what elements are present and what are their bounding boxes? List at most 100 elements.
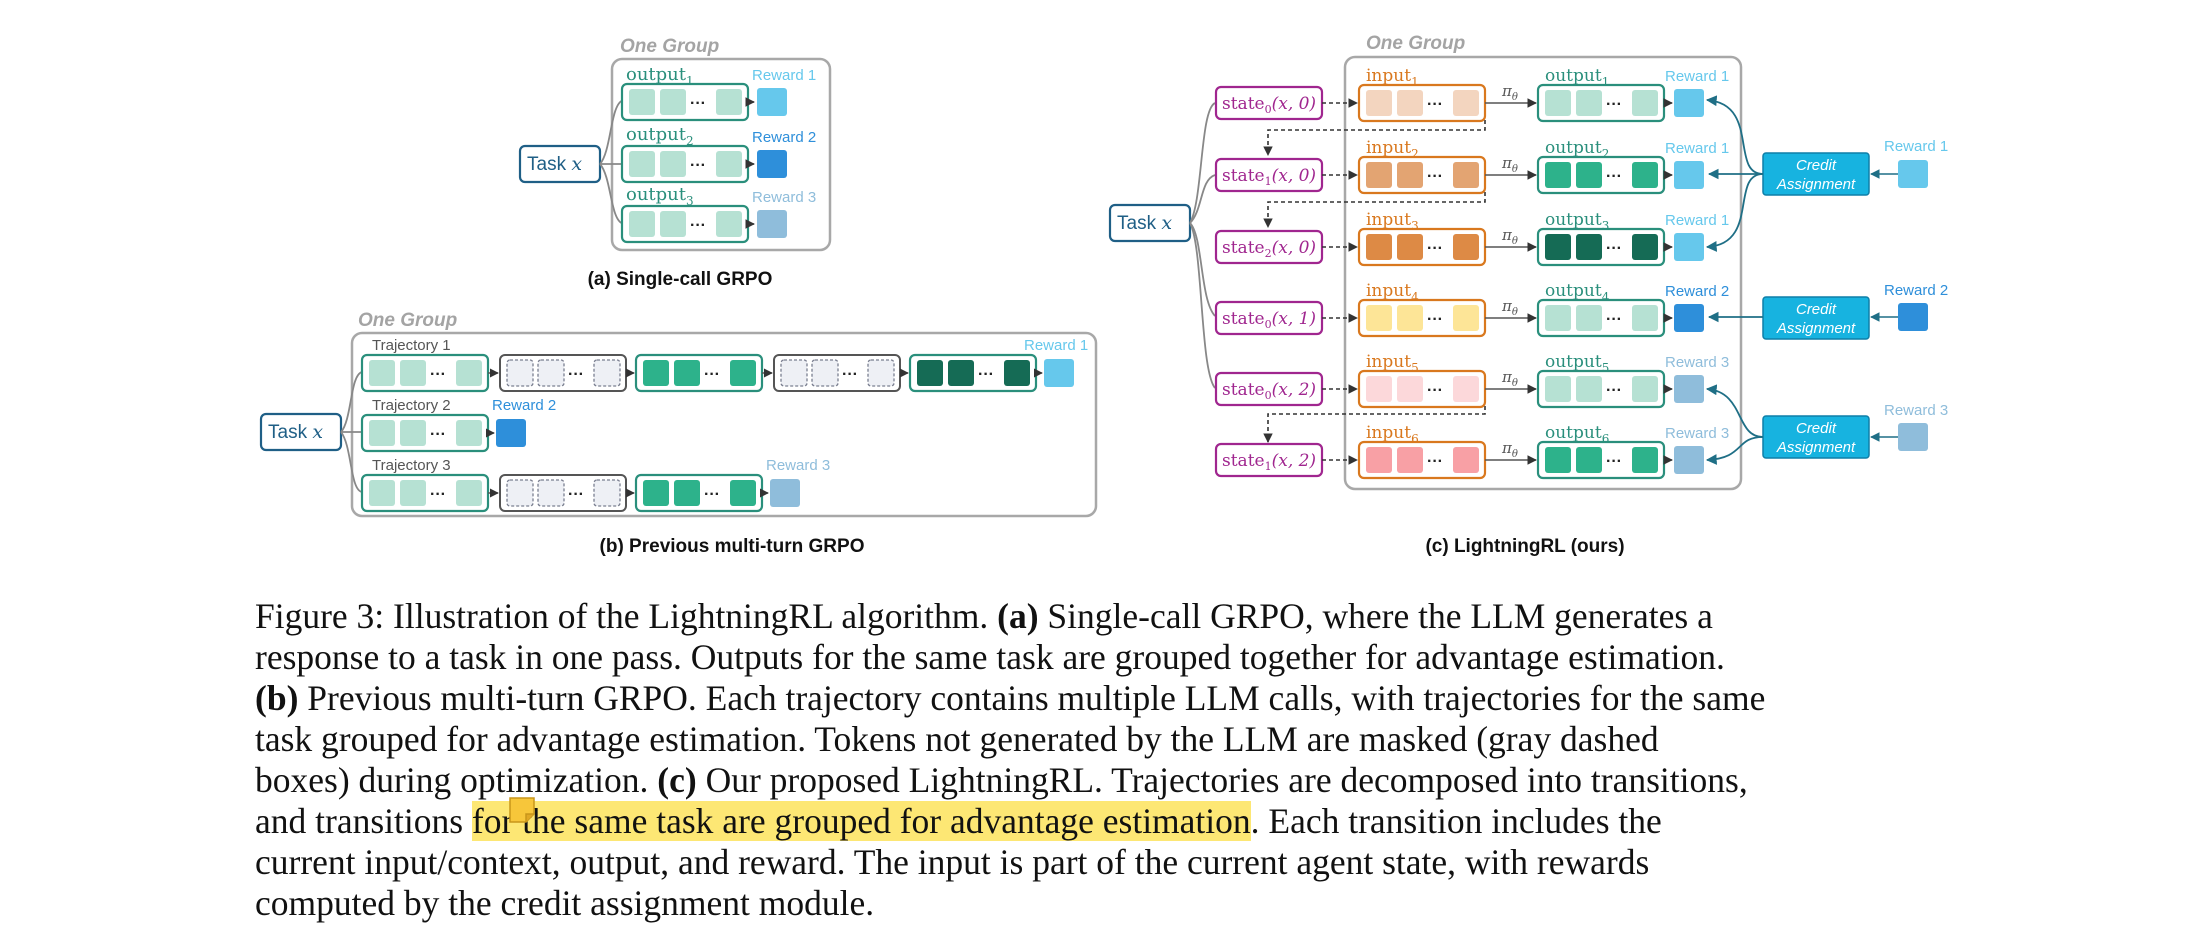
token <box>730 360 756 386</box>
caption-text: and transitions <box>255 801 472 841</box>
token <box>400 360 426 386</box>
caption-text: Our proposed LightningRL. Trajectories a… <box>696 760 1748 800</box>
credit-arrow <box>1705 95 1764 175</box>
label-base: input <box>1366 352 1411 372</box>
panel-a-output-row-3: output3 ··· Reward 3 <box>620 184 816 244</box>
caption-line: response to a task in one pass. Outputs … <box>255 637 1725 677</box>
caption-text: Single-call GRPO, where the LLM generate… <box>1038 596 1713 636</box>
panel-b-branch-1 <box>340 371 363 433</box>
credit-label: Credit <box>1796 157 1837 174</box>
token <box>1453 90 1479 116</box>
state-args: (x, 0) <box>1272 94 1316 114</box>
label-subscript: 2 <box>1602 147 1610 161</box>
policy-symbol: π <box>1501 439 1513 457</box>
ellipsis: ··· <box>1427 168 1443 185</box>
panel-b-trajectory-3: Trajectory 3 ··· ··· ··· Reward 3 <box>360 457 830 513</box>
reward-square <box>1044 359 1074 387</box>
state-subscript: 0 <box>1265 103 1272 116</box>
state-base: state <box>1222 166 1265 186</box>
policy-symbol: π <box>1501 368 1513 386</box>
caption-line: Figure 3: Illustration of the LightningR… <box>255 596 1955 637</box>
credit-label: Assignment <box>1776 439 1856 456</box>
state-label: state0(x, 1) <box>1222 309 1316 331</box>
state-label: state0(x, 0) <box>1222 94 1316 116</box>
ellipsis: ··· <box>690 217 706 234</box>
token <box>1453 305 1479 331</box>
token <box>1576 234 1602 260</box>
caption-text: Figure 3: Illustration of the LightningR… <box>255 596 998 636</box>
token <box>660 89 686 115</box>
trajectory-label: Trajectory 1 <box>372 337 451 354</box>
token <box>1545 305 1571 331</box>
caption-line: boxes) during optimization. (c) Our prop… <box>255 760 1955 801</box>
reward-label: Reward 3 <box>1665 354 1729 371</box>
token <box>917 360 943 386</box>
panel-a-output-label: output1 <box>626 64 694 88</box>
masked-token <box>593 479 621 507</box>
reward-square <box>1674 161 1704 189</box>
panel-a-task-label: Task x <box>527 153 582 175</box>
reward-label: Reward 3 <box>1884 402 1948 419</box>
panel-c-task-label: Task x <box>1117 212 1172 234</box>
policy-label: πθ <box>1501 368 1518 389</box>
label-base: output <box>1545 138 1602 158</box>
token <box>1545 90 1571 116</box>
ellipsis: ··· <box>704 366 720 383</box>
state-args: (x, 0) <box>1272 238 1316 258</box>
state-base: state <box>1222 94 1265 114</box>
state-base: state <box>1222 451 1265 471</box>
reward-square <box>1674 375 1704 403</box>
panel-c-row-5: state0(x, 2)input5···πθoutput5···Reward … <box>1214 352 1729 409</box>
token <box>456 360 482 386</box>
token <box>1632 234 1658 260</box>
trajectory-label: Trajectory 2 <box>372 397 451 414</box>
token <box>1397 447 1423 473</box>
ellipsis: ··· <box>1606 96 1622 113</box>
token <box>1453 376 1479 402</box>
token <box>660 151 686 177</box>
token <box>643 480 669 506</box>
state-args: (x, 2) <box>1272 451 1316 471</box>
output-label: output1 <box>1545 66 1609 89</box>
token <box>400 480 426 506</box>
state-args: (x, 1) <box>1272 309 1316 329</box>
panel-a-output-label: output3 <box>626 184 694 208</box>
caption-line: and transitions for the same task are gr… <box>255 801 1955 842</box>
caption-label-c: (c) <box>657 760 697 800</box>
caption-label-a: (a) <box>997 596 1039 636</box>
panel-c-row-4: state0(x, 1)input4···πθoutput4···Reward … <box>1214 281 1729 338</box>
reward-label: Reward 1 <box>1024 337 1088 354</box>
highlighted-text[interactable]: for the same task are grouped for advant… <box>471 801 1251 841</box>
token <box>1366 376 1392 402</box>
input-label: input3 <box>1366 210 1419 233</box>
panel-c-row-1: state0(x, 0)input1···πθoutput1···Reward … <box>1214 66 1729 123</box>
token <box>674 360 700 386</box>
token <box>643 360 669 386</box>
panel-c-branch <box>1189 174 1216 224</box>
annotation-note-icon[interactable] <box>508 796 538 826</box>
token <box>1576 90 1602 116</box>
token <box>1632 305 1658 331</box>
token <box>730 480 756 506</box>
token <box>1366 90 1392 116</box>
output-label: output3 <box>1545 210 1609 233</box>
label-subscript: 3 <box>1602 219 1610 233</box>
state-base: state <box>1222 380 1265 400</box>
token <box>1004 360 1030 386</box>
policy-label: πθ <box>1501 297 1518 318</box>
panel-c-rows: state0(x, 0)input1···πθoutput1···Reward … <box>1214 66 1729 480</box>
reward-square <box>1674 446 1704 474</box>
token <box>400 420 426 446</box>
state-subscript: 1 <box>1265 460 1272 473</box>
panel-c-branch <box>1189 222 1216 389</box>
policy-subscript: θ <box>1512 164 1518 175</box>
state-label: state2(x, 0) <box>1222 238 1316 260</box>
token <box>1397 305 1423 331</box>
token <box>1632 447 1658 473</box>
state-transition-arrow <box>1263 192 1486 228</box>
panel-b-task-label: Task x <box>268 421 323 443</box>
label-subscript: 5 <box>1602 361 1610 375</box>
ellipsis: ··· <box>1427 453 1443 470</box>
panel-a-branch-3 <box>599 163 625 225</box>
